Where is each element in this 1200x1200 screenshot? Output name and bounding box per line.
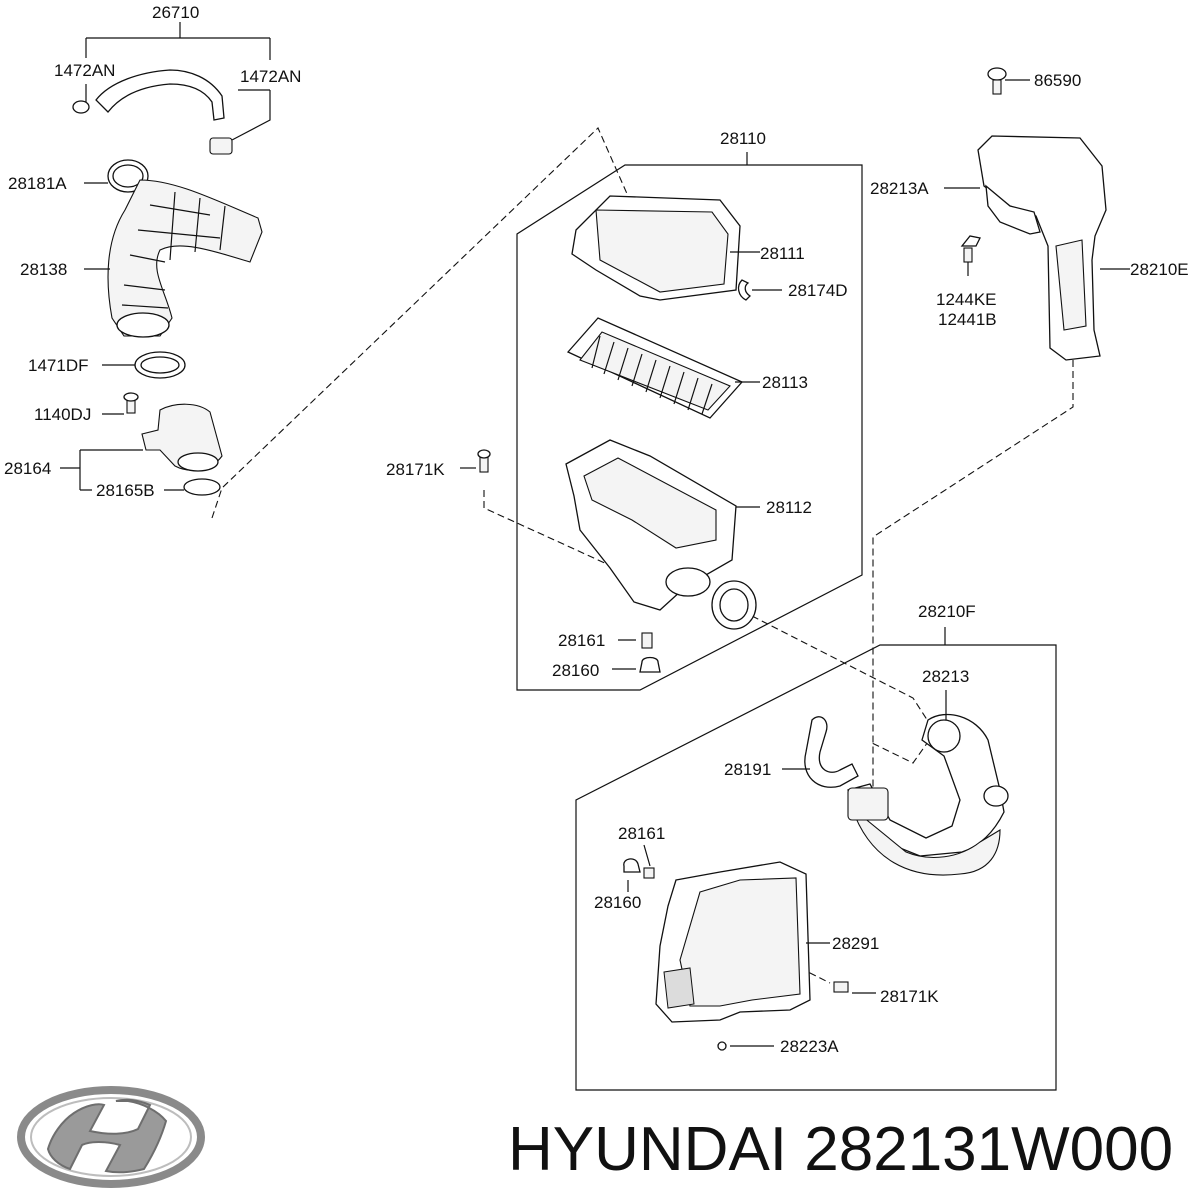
intake-hose-group [84,159,263,338]
breather-hose-group [72,22,271,155]
hyundai-logo [17,1086,205,1188]
label-28174D: 28174D [788,281,848,300]
label-1140DJ: 1140DJ [34,405,91,424]
label-1472AN-left: 1472AN [54,61,115,80]
label-26710: 26710 [152,3,199,22]
part-labels: 26710 1472AN 1472AN 28181A 28138 1471DF … [4,3,1189,1056]
label-28112: 28112 [766,498,812,517]
label-28213: 28213 [922,667,969,686]
label-28165B: 28165B [96,481,155,500]
label-28181A: 28181A [8,174,67,193]
label-28138: 28138 [20,260,67,279]
label-28171K-bottom: 28171K [880,987,939,1006]
air-cleaner-assembly [460,152,863,691]
label-1244KE: 1244KE [936,290,997,309]
brand-part-number: HYUNDAI 282131W000 [508,1115,1174,1184]
label-28160-bottom: 28160 [594,893,641,912]
label-28113: 28113 [762,373,808,392]
label-28210F: 28210F [918,602,976,621]
airflow-sensor-group [60,351,223,496]
resonator-assembly [575,627,1057,1091]
label-28291: 28291 [832,934,879,953]
label-28171K-top: 28171K [386,460,445,479]
label-1472AN-right: 1472AN [240,67,301,86]
label-28161-top: 28161 [558,631,605,650]
label-28164: 28164 [4,459,51,478]
label-12441B: 12441B [938,310,997,329]
label-28160-top: 28160 [552,661,599,680]
label-28223A: 28223A [780,1037,839,1056]
label-28110: 28110 [720,129,766,148]
label-28213A: 28213A [870,179,929,198]
label-28191: 28191 [724,760,771,779]
label-28111: 28111 [760,244,805,263]
label-28161-bottom: 28161 [618,824,665,843]
label-86590: 86590 [1034,71,1081,90]
label-28210E: 28210E [1130,260,1189,279]
intake-duct-group [944,67,1130,361]
label-1471DF: 1471DF [28,356,88,375]
